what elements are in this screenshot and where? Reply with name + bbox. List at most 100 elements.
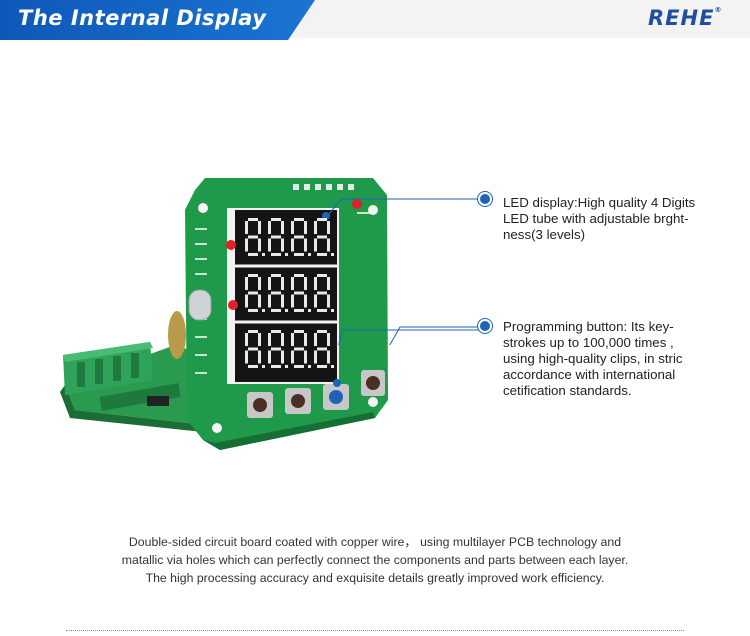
digit-segment <box>317 347 327 351</box>
digit-segment <box>317 330 327 333</box>
digit-segment <box>268 333 271 346</box>
caption-line: matallic via holes which can perfectly c… <box>121 553 629 567</box>
digit-segment <box>281 333 284 346</box>
digit-segment <box>281 294 284 308</box>
digit-segment <box>294 253 304 256</box>
digit-segment <box>327 294 330 308</box>
digit-segment <box>304 221 307 234</box>
digit-segment <box>268 238 271 252</box>
digit-segment <box>294 309 304 312</box>
digit-segment <box>317 291 327 295</box>
digit-segment <box>294 274 304 277</box>
digit-segment <box>294 330 304 333</box>
digit-segment <box>317 274 327 277</box>
digit-segment <box>245 277 248 290</box>
digit-segment <box>271 218 281 221</box>
digit-segment <box>294 291 304 295</box>
digit-segment <box>294 218 304 221</box>
digit-segment <box>314 277 317 290</box>
digit-segment <box>291 350 294 364</box>
digit-segment <box>304 294 307 308</box>
digit-segment <box>317 235 327 239</box>
digit-dot <box>262 365 265 368</box>
digit-segment <box>248 347 258 351</box>
callout-led-display: LED display:High quality 4 Digits LED tu… <box>503 195 696 242</box>
digit-dot <box>308 365 311 368</box>
digit-segment <box>314 333 317 346</box>
digit-segment <box>248 291 258 295</box>
digit-segment <box>271 365 281 368</box>
digit-segment <box>327 238 330 252</box>
brand-name: REHE <box>648 6 715 30</box>
digit-segment <box>268 350 271 364</box>
digit-dot <box>331 365 334 368</box>
digit-segment <box>291 277 294 290</box>
digit-segment <box>248 253 258 256</box>
digit-segment <box>271 347 281 351</box>
digit-segment <box>245 294 248 308</box>
digit-segment <box>245 238 248 252</box>
digit-dot <box>285 309 288 312</box>
digit-segment <box>248 330 258 333</box>
digit-segment <box>291 294 294 308</box>
digit-segment <box>281 221 284 234</box>
digit-segment <box>314 238 317 252</box>
digit-segment <box>294 347 304 351</box>
digit-segment <box>314 294 317 308</box>
digit-segment <box>294 365 304 368</box>
divider <box>66 630 684 631</box>
digit-segment <box>268 221 271 234</box>
digit-segment <box>271 235 281 239</box>
pcb-illustration <box>60 178 388 450</box>
digit-segment <box>258 294 261 308</box>
digit-segment <box>304 277 307 290</box>
digit-segment <box>258 238 261 252</box>
digit-segment <box>245 221 248 234</box>
registered-mark: ® <box>714 6 723 14</box>
digit-segment <box>258 350 261 364</box>
digit-segment <box>304 238 307 252</box>
digit-segment <box>327 350 330 364</box>
digit-segment <box>248 235 258 239</box>
digit-segment <box>248 218 258 221</box>
digit-dot <box>308 253 311 256</box>
terminal-block <box>63 342 153 395</box>
digit-segment <box>291 221 294 234</box>
digit-segment <box>314 221 317 234</box>
digit-segment <box>317 365 327 368</box>
digit-segment <box>317 253 327 256</box>
callout-lines <box>325 198 485 345</box>
capacitor-icon <box>168 311 186 359</box>
digit-segment <box>248 365 258 368</box>
digit-segment <box>271 253 281 256</box>
digit-segment <box>258 333 261 346</box>
digit-segment <box>268 294 271 308</box>
digit-segment <box>271 291 281 295</box>
digit-segment <box>271 330 281 333</box>
digit-segment <box>327 277 330 290</box>
programming-buttons <box>247 370 385 418</box>
callout-dot <box>480 194 490 204</box>
digit-segment <box>294 235 304 239</box>
digit-segment <box>327 221 330 234</box>
digit-segment <box>248 309 258 312</box>
digit-segment <box>258 277 261 290</box>
banner-shape <box>0 0 315 40</box>
digit-dot <box>285 253 288 256</box>
digit-dot <box>262 309 265 312</box>
digit-segment <box>258 221 261 234</box>
digit-segment <box>327 333 330 346</box>
digit-segment <box>281 238 284 252</box>
digit-dot <box>308 309 311 312</box>
digit-segment <box>304 350 307 364</box>
caption-line: Double-sided circuit board coated with c… <box>128 535 622 549</box>
digit-segment <box>248 274 258 277</box>
digit-segment <box>245 333 248 346</box>
digit-segment <box>268 277 271 290</box>
digit-segment <box>314 350 317 364</box>
title-banner: The Internal Display <box>0 0 315 40</box>
page-title: The Internal Display <box>18 6 267 30</box>
led-indicator-icon <box>226 199 362 310</box>
callout-dot <box>480 321 490 331</box>
digit-dot <box>331 309 334 312</box>
